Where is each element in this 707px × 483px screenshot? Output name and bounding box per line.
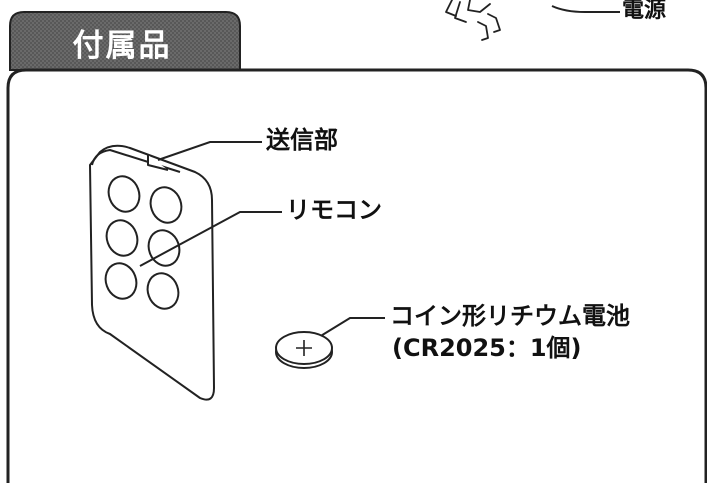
power-plug-icon xyxy=(445,0,501,41)
remote-button xyxy=(107,175,141,213)
remote-button xyxy=(105,219,139,257)
battery-name-label: コイン形リチウム電池 xyxy=(390,302,630,330)
transmitter-leader-line xyxy=(157,141,262,161)
remote-button xyxy=(104,262,138,300)
coin-battery-icon xyxy=(275,331,333,369)
transmitter-label: 送信部 xyxy=(266,126,338,154)
remote-buttons xyxy=(104,175,183,310)
battery-spec-label: (CR2025：1個) xyxy=(392,334,582,362)
power-leader-line xyxy=(551,5,620,13)
remote-leader-line xyxy=(139,211,282,267)
remote-button xyxy=(146,272,180,310)
remote-button xyxy=(149,186,183,224)
power-cord-label: 電源 xyxy=(622,0,667,23)
section-frame xyxy=(6,68,707,483)
section-title: 付属品 xyxy=(72,27,172,64)
remote-label: リモコン xyxy=(286,196,382,224)
section-tab xyxy=(9,11,241,71)
